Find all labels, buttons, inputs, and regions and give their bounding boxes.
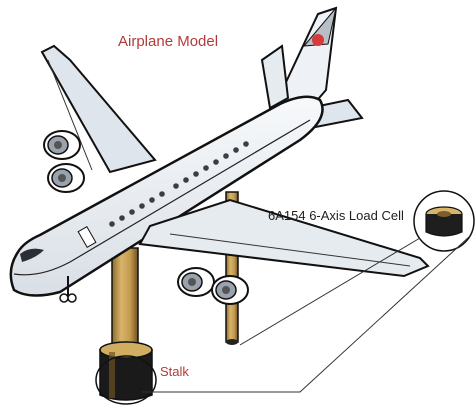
far-engine-2 xyxy=(47,163,85,193)
nose-gear xyxy=(59,276,77,303)
load-cell-detail xyxy=(413,190,475,252)
stalk-label: Stalk xyxy=(160,364,189,379)
near-engine-2 xyxy=(211,275,249,305)
far-engine-1 xyxy=(43,130,81,160)
diagram-title: Airplane Model xyxy=(118,33,219,50)
stalk-base-circle xyxy=(95,355,157,405)
fuselage xyxy=(9,95,324,297)
near-engine-1 xyxy=(177,267,215,297)
far-wing xyxy=(40,44,157,193)
winglet xyxy=(260,44,290,110)
load-cell-label: 6A154 6-Axis Load Cell xyxy=(268,208,404,223)
near-wing xyxy=(138,198,430,305)
tail-logo-dot xyxy=(312,34,324,46)
cabin-windows xyxy=(109,141,249,227)
main-stalk xyxy=(99,247,153,401)
callout-lines xyxy=(142,235,471,393)
